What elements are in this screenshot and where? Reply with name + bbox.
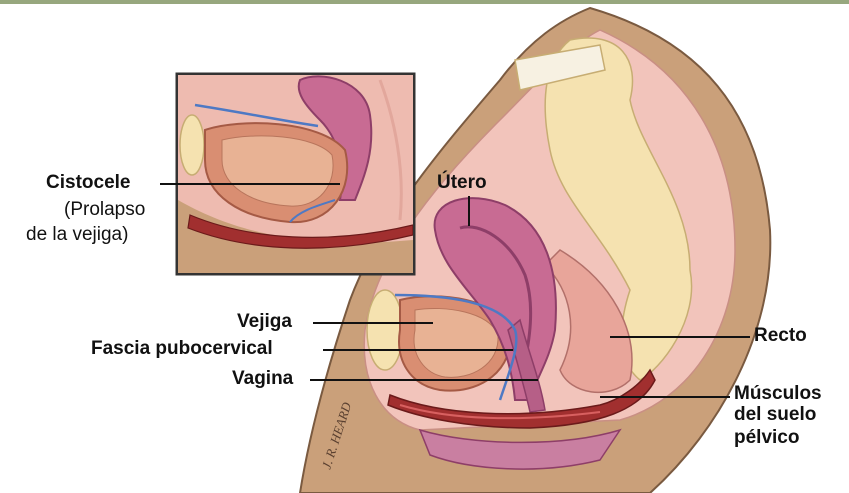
label-musculos-1: Músculos bbox=[734, 383, 822, 405]
leader-fascia bbox=[323, 349, 513, 351]
label-cistocele: Cistocele bbox=[46, 172, 130, 194]
inset-pubic-bone bbox=[180, 115, 204, 175]
label-fascia: Fascia pubocervical bbox=[91, 338, 273, 360]
leader-cistocele bbox=[160, 183, 340, 185]
label-prolapso-1: (Prolapso bbox=[64, 199, 145, 221]
leader-recto bbox=[610, 336, 750, 338]
leader-vejiga bbox=[313, 322, 433, 324]
leader-vagina bbox=[310, 379, 538, 381]
label-vagina: Vagina bbox=[232, 368, 293, 390]
label-musculos-2: del suelo bbox=[734, 404, 816, 426]
label-utero: Útero bbox=[437, 172, 487, 194]
label-musculos-3: pélvico bbox=[734, 427, 799, 449]
label-vejiga: Vejiga bbox=[237, 311, 292, 333]
label-recto: Recto bbox=[754, 325, 807, 347]
label-prolapso-2: de la vejiga) bbox=[26, 224, 128, 246]
cystocele-inset bbox=[177, 74, 414, 274]
leader-musculos bbox=[600, 396, 730, 398]
pubic-bone bbox=[367, 290, 403, 370]
leader-utero bbox=[468, 196, 470, 226]
